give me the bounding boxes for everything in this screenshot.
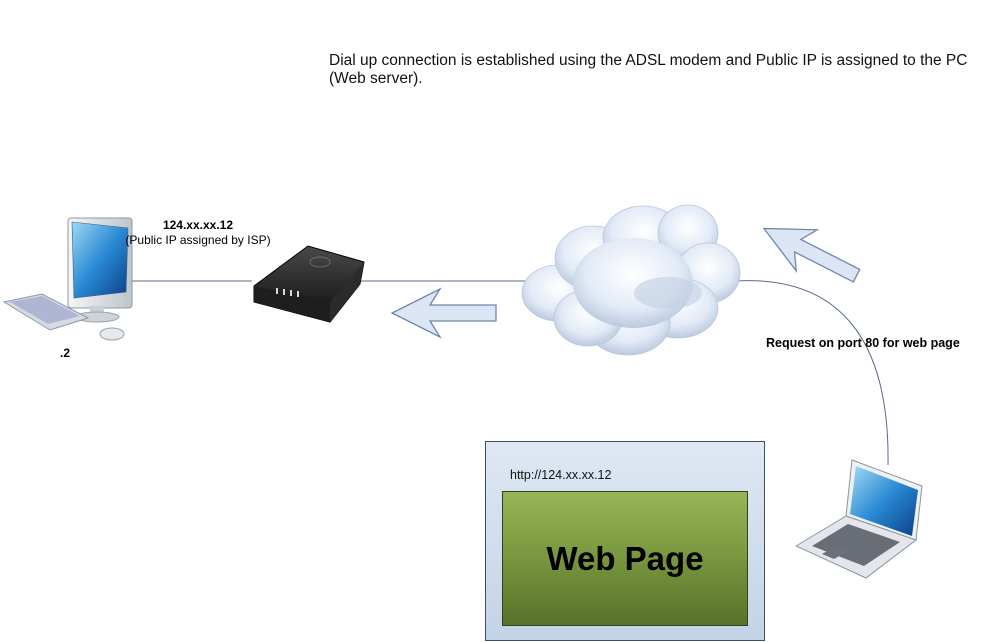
web-page-title: Web Page [546, 539, 704, 577]
diagram-description: Dial up connection is established using … [329, 52, 968, 87]
web-page-panel: Web Page [502, 491, 748, 626]
public-ip-note: (Public IP assigned by ISP) [125, 233, 271, 247]
cloud-to-laptop-link [734, 280, 889, 466]
response-arrow-left [390, 287, 497, 339]
public-ip-address: 124.xx.xx.12 [162, 218, 234, 232]
pc-host-label: .2 [60, 346, 71, 360]
browser-url: http://124.xx.xx.12 [510, 468, 612, 482]
request-arrow-incoming [762, 227, 861, 283]
public-ip-label: 124.xx.xx.12 (Public IP assigned by ISP) [110, 218, 286, 248]
browser-window: http://124.xx.xx.12 Web Page [485, 441, 765, 641]
request-label: Request on port 80 for web page [766, 336, 960, 350]
internet-cloud-icon [521, 204, 741, 356]
desktop-computer-icon [2, 217, 133, 341]
adsl-modem-icon [253, 245, 365, 323]
laptop-icon [794, 459, 923, 579]
